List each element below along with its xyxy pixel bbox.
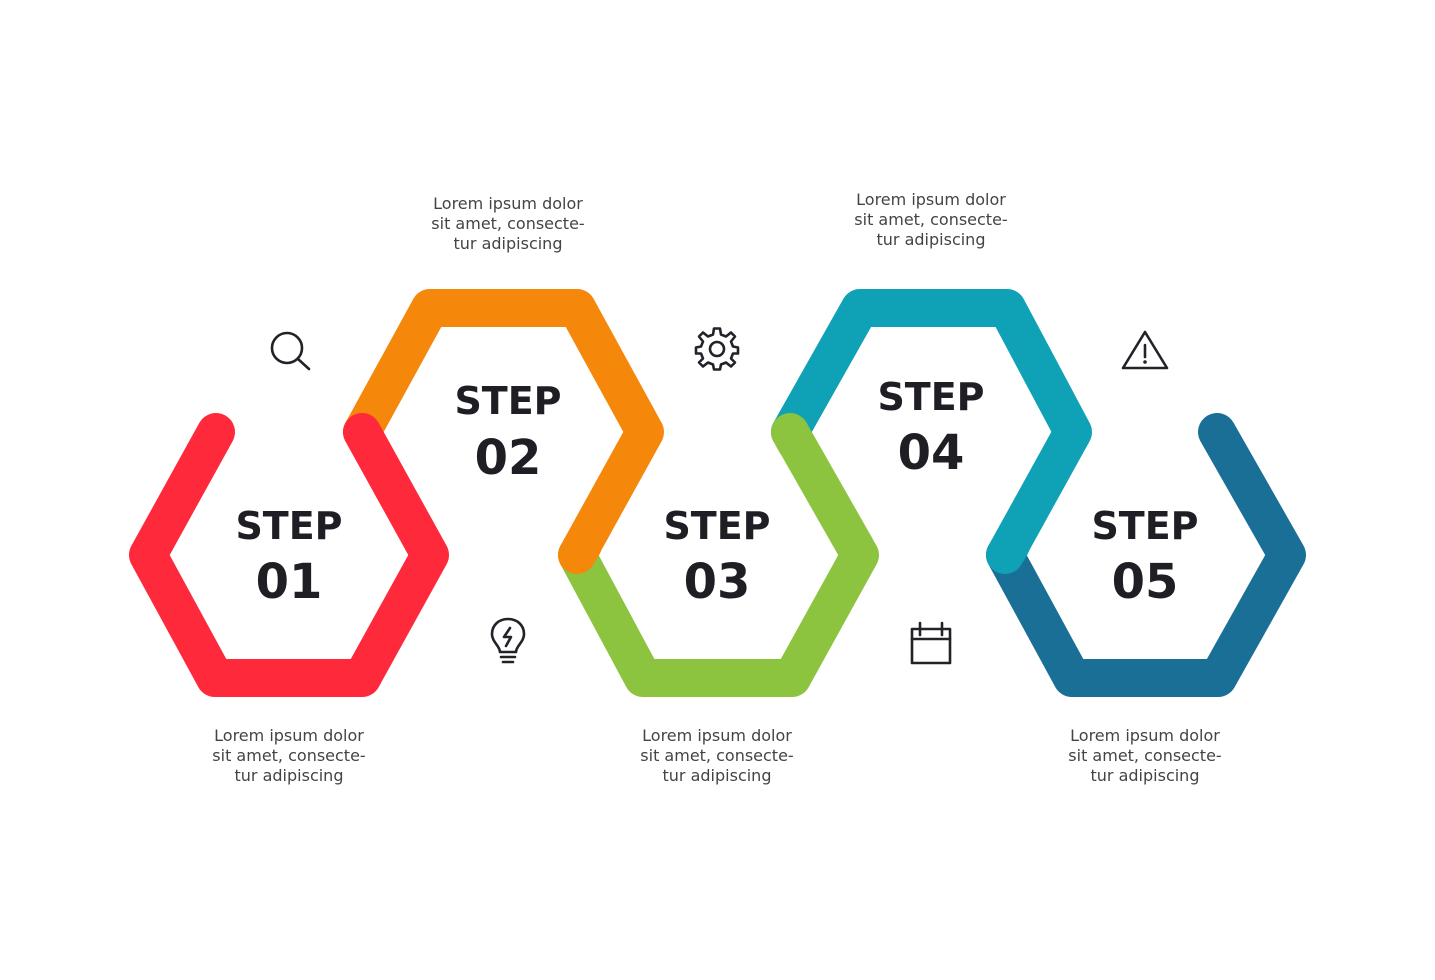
lightbulb-icon: [490, 617, 526, 664]
description-line: sit amet, consecte-: [431, 214, 585, 233]
step-04-hexagon: [771, 289, 1092, 574]
step-05-hexagon: [986, 413, 1306, 697]
description-line: tur adipiscing: [662, 766, 772, 785]
step-02-description: Lorem ipsum dolor sit amet, consecte- tu…: [388, 194, 628, 254]
step-05-description: Lorem ipsum dolor sit amet, consecte- tu…: [1025, 726, 1265, 786]
step-02-number: 02: [475, 430, 542, 486]
step-03-hexagon: [558, 413, 879, 697]
step-03-word: STEP: [663, 504, 770, 548]
step-04-description: Lorem ipsum dolor sit amet, consecte- tu…: [811, 190, 1051, 250]
step-03-description: Lorem ipsum dolor sit amet, consecte- tu…: [597, 726, 837, 786]
description-line: Lorem ipsum dolor: [214, 726, 364, 745]
step-04-number: 04: [898, 425, 965, 481]
step-01-number: 01: [256, 554, 323, 610]
magnifier-icon: [270, 331, 311, 371]
step-02-word: STEP: [454, 379, 561, 423]
description-line: tur adipiscing: [234, 766, 344, 785]
description-line: tur adipiscing: [1090, 766, 1200, 785]
description-line: Lorem ipsum dolor: [433, 194, 583, 213]
description-line: sit amet, consecte-: [854, 210, 1008, 229]
step-03-number: 03: [684, 554, 751, 610]
warning-icon: [1121, 330, 1169, 370]
gear-icon: [694, 327, 740, 371]
description-line: tur adipiscing: [876, 230, 986, 249]
description-line: Lorem ipsum dolor: [856, 190, 1006, 209]
description-line: sit amet, consecte-: [640, 746, 794, 765]
step-02-hexagon: [343, 289, 664, 574]
description-line: sit amet, consecte-: [212, 746, 366, 765]
calendar-icon: [910, 621, 952, 665]
description-line: Lorem ipsum dolor: [1070, 726, 1220, 745]
step-04-word: STEP: [877, 375, 984, 419]
description-line: Lorem ipsum dolor: [642, 726, 792, 745]
step-01-word: STEP: [235, 504, 342, 548]
step-05-word: STEP: [1091, 504, 1198, 548]
description-line: tur adipiscing: [453, 234, 563, 253]
step-05-number: 05: [1112, 554, 1179, 610]
description-line: sit amet, consecte-: [1068, 746, 1222, 765]
step-01-description: Lorem ipsum dolor sit amet, consecte- tu…: [169, 726, 409, 786]
step-01-hexagon: [129, 413, 449, 697]
